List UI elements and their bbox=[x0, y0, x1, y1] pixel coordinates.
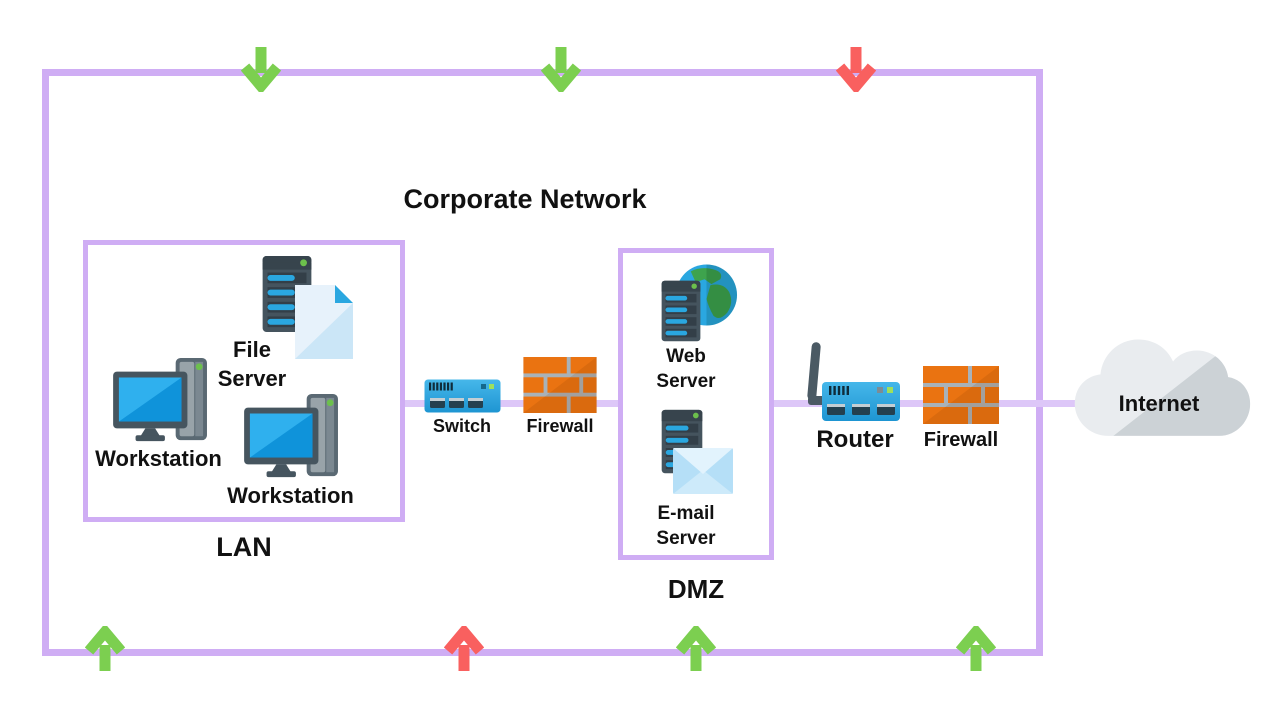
arrow-top-right-red-down-icon bbox=[836, 44, 876, 92]
arrow-top-left-green-down-icon bbox=[241, 44, 281, 92]
email-envelope-icon bbox=[673, 448, 733, 494]
switch-label: Switch bbox=[432, 416, 491, 436]
diagram-title: Corporate Network bbox=[403, 184, 647, 214]
arrow-bottom-left-middle-red-up-icon bbox=[444, 626, 484, 674]
router-icon bbox=[807, 342, 900, 421]
web-server-icon bbox=[659, 280, 703, 342]
switch-icon bbox=[424, 379, 501, 413]
email-server-label: E-mail Server bbox=[656, 503, 716, 550]
workstation-left-icon bbox=[112, 356, 210, 446]
router-label: Router bbox=[816, 426, 894, 453]
arrow-bottom-far-left-green-up-icon bbox=[85, 626, 125, 674]
arrow-bottom-far-right-green-up-icon bbox=[956, 626, 996, 674]
internet-cloud-icon bbox=[1074, 339, 1251, 436]
firewall-internet-label: Firewall bbox=[923, 429, 999, 451]
dmz-zone-label: DMZ bbox=[667, 574, 725, 604]
workstation-right-icon bbox=[243, 392, 341, 482]
workstation-left-label: Workstation bbox=[95, 446, 222, 471]
firewall-internet-icon bbox=[922, 366, 1000, 424]
firewall-lan-label: Firewall bbox=[526, 416, 594, 436]
file-document-icon bbox=[295, 285, 353, 359]
lan-zone-label: LAN bbox=[216, 532, 272, 562]
workstation-right-label: Workstation bbox=[227, 483, 354, 508]
internet-label: Internet bbox=[1118, 391, 1200, 416]
web-server-label: Web Server bbox=[656, 346, 716, 393]
lan-zone-boundary bbox=[83, 240, 405, 522]
arrow-bottom-right-middle-green-up-icon bbox=[676, 626, 716, 674]
file-server-label: File Server bbox=[217, 337, 287, 391]
arrow-top-middle-green-down-icon bbox=[541, 44, 581, 92]
firewall-lan-icon bbox=[522, 357, 598, 413]
